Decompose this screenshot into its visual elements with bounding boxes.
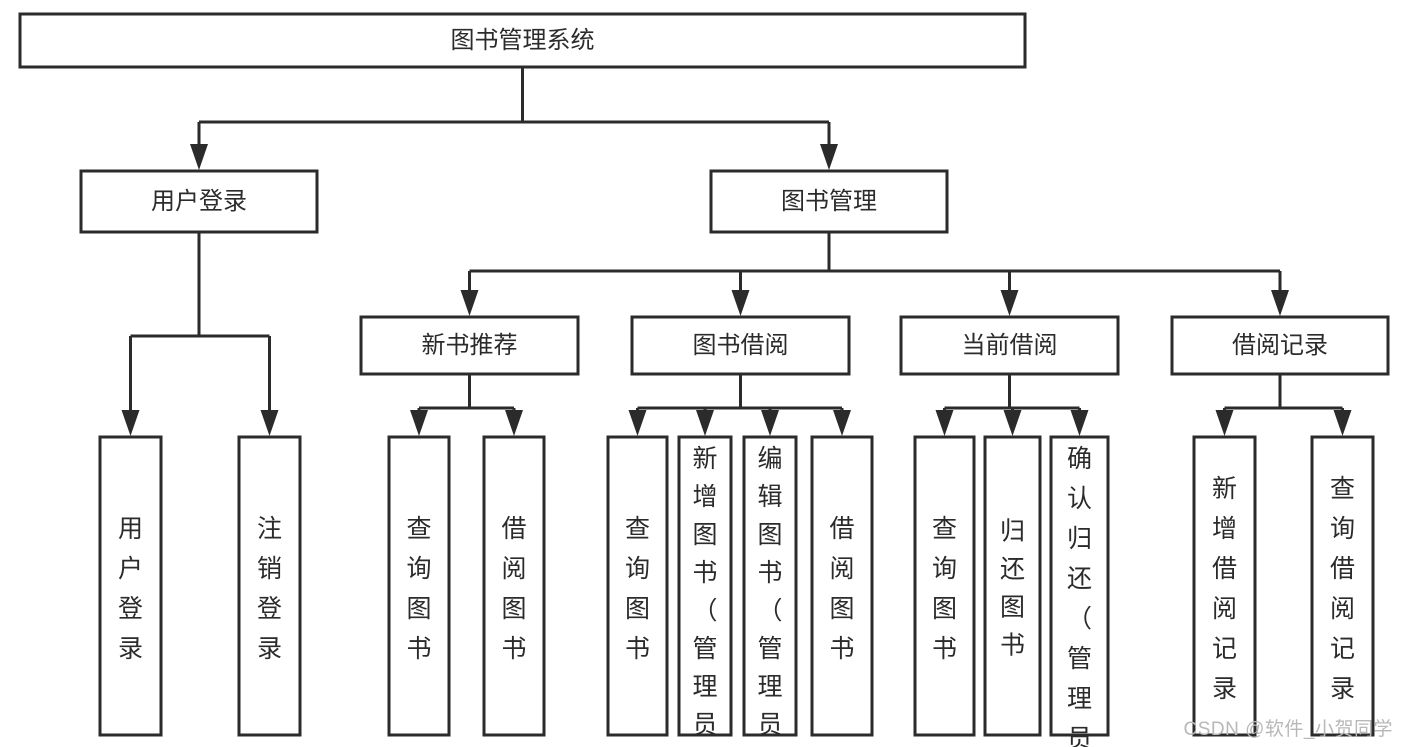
node-label-leaf-add-borrow-record: 新增借阅记录 <box>1212 475 1237 703</box>
node-label-new-book-rec: 新书推荐 <box>422 332 518 359</box>
arrow-head <box>260 410 279 436</box>
node-box-leaf-confirm-return <box>1049 435 1110 737</box>
node-book-manage[interactable]: 图书管理 <box>709 169 949 234</box>
node-label-leaf-confirm-return: 确认归还（管理员） <box>1067 445 1092 747</box>
node-leaf-return-book[interactable]: 归还图书 <box>983 435 1042 737</box>
node-box-book-manage <box>709 169 949 234</box>
node-boxes: 图书管理系统用户登录图书管理新书推荐图书借阅当前借阅借阅记录用户登录注销登录查询… <box>18 12 1390 747</box>
node-box-leaf-edit-book <box>742 435 798 737</box>
node-label-book-borrow: 图书借阅 <box>693 332 789 359</box>
node-label-leaf-user-logout: 注销登录 <box>257 515 282 663</box>
node-label-leaf-add-book: 新增图书（管理员） <box>692 445 717 747</box>
arrow-head <box>833 410 851 436</box>
node-user-login[interactable]: 用户登录 <box>79 169 319 234</box>
node-leaf-query-borrow-record[interactable]: 查询借阅记录 <box>1310 435 1375 737</box>
node-leaf-user-login[interactable]: 用户登录 <box>98 435 163 737</box>
arrow-head <box>1271 290 1289 316</box>
node-leaf-borrow-book[interactable]: 借阅图书 <box>810 435 874 737</box>
node-label-leaf-query-borrow-record: 查询借阅记录 <box>1330 475 1355 703</box>
node-box-leaf-borrow-book-rec <box>482 435 546 737</box>
arrow-head <box>410 410 428 436</box>
node-box-leaf-borrow-book <box>810 435 874 737</box>
node-label-leaf-query-book-rec: 查询图书 <box>406 515 431 663</box>
node-label-leaf-borrow-book: 借阅图书 <box>829 515 854 663</box>
node-label-root: 图书管理系统 <box>451 27 595 54</box>
node-box-leaf-query-book-borrow <box>606 435 669 737</box>
arrow-head <box>820 144 838 170</box>
arrow-head <box>1215 410 1234 436</box>
node-leaf-query-book-cur[interactable]: 查询图书 <box>913 435 976 737</box>
node-box-user-login <box>79 169 319 234</box>
arrow-head <box>628 410 647 436</box>
node-box-leaf-return-book <box>983 435 1042 737</box>
node-leaf-query-book-borrow[interactable]: 查询图书 <box>606 435 669 737</box>
node-box-leaf-user-logout <box>237 435 302 737</box>
node-label-leaf-borrow-book-rec: 借阅图书 <box>501 515 526 663</box>
node-current-borrow[interactable]: 当前借阅 <box>899 315 1120 376</box>
arrow-head <box>935 410 954 436</box>
arrow-head <box>1333 410 1352 436</box>
arrow-head <box>505 410 523 436</box>
node-label-leaf-return-book: 归还图书 <box>1000 518 1025 660</box>
arrow-head <box>1003 410 1022 436</box>
node-box-leaf-query-borrow-record <box>1310 435 1375 737</box>
node-leaf-query-book-rec[interactable]: 查询图书 <box>387 435 451 737</box>
node-box-book-borrow <box>630 315 851 376</box>
node-new-book-rec[interactable]: 新书推荐 <box>359 315 580 376</box>
node-label-leaf-edit-book: 编辑图书（管理员） <box>757 445 782 747</box>
node-box-leaf-user-login <box>98 435 163 737</box>
arrow-head <box>121 410 140 436</box>
arrow-head <box>190 144 208 170</box>
node-label-book-manage: 图书管理 <box>781 188 877 215</box>
node-label-user-login: 用户登录 <box>151 188 247 215</box>
node-box-leaf-query-book-cur <box>913 435 976 737</box>
node-leaf-borrow-book-rec[interactable]: 借阅图书 <box>482 435 546 737</box>
node-box-new-book-rec <box>359 315 580 376</box>
node-box-borrow-record <box>1170 315 1390 376</box>
node-label-leaf-user-login: 用户登录 <box>118 515 143 663</box>
arrow-head <box>1070 410 1089 436</box>
node-leaf-user-logout[interactable]: 注销登录 <box>237 435 302 737</box>
connector-lines <box>121 67 1352 436</box>
node-label-borrow-record: 借阅记录 <box>1232 332 1328 359</box>
node-borrow-record[interactable]: 借阅记录 <box>1170 315 1390 376</box>
node-box-leaf-add-borrow-record <box>1192 435 1257 737</box>
node-leaf-add-borrow-record[interactable]: 新增借阅记录 <box>1192 435 1257 737</box>
node-label-leaf-query-book-cur: 查询图书 <box>932 515 957 663</box>
node-box-root <box>18 12 1027 69</box>
node-leaf-edit-book[interactable]: 编辑图书（管理员） <box>742 435 798 747</box>
arrow-head <box>731 290 750 316</box>
arrow-head <box>1000 290 1019 316</box>
node-box-leaf-add-book <box>677 435 733 737</box>
node-book-borrow[interactable]: 图书借阅 <box>630 315 851 376</box>
arrow-head <box>761 410 779 436</box>
node-box-current-borrow <box>899 315 1120 376</box>
node-box-leaf-query-book-rec <box>387 435 451 737</box>
node-leaf-add-book[interactable]: 新增图书（管理员） <box>677 435 733 747</box>
node-label-current-borrow: 当前借阅 <box>962 332 1058 359</box>
arrow-head <box>696 410 714 436</box>
node-root[interactable]: 图书管理系统 <box>18 12 1027 69</box>
node-leaf-confirm-return[interactable]: 确认归还（管理员） <box>1049 435 1110 747</box>
node-label-leaf-query-book-borrow: 查询图书 <box>625 515 650 663</box>
arrow-head <box>460 290 479 316</box>
